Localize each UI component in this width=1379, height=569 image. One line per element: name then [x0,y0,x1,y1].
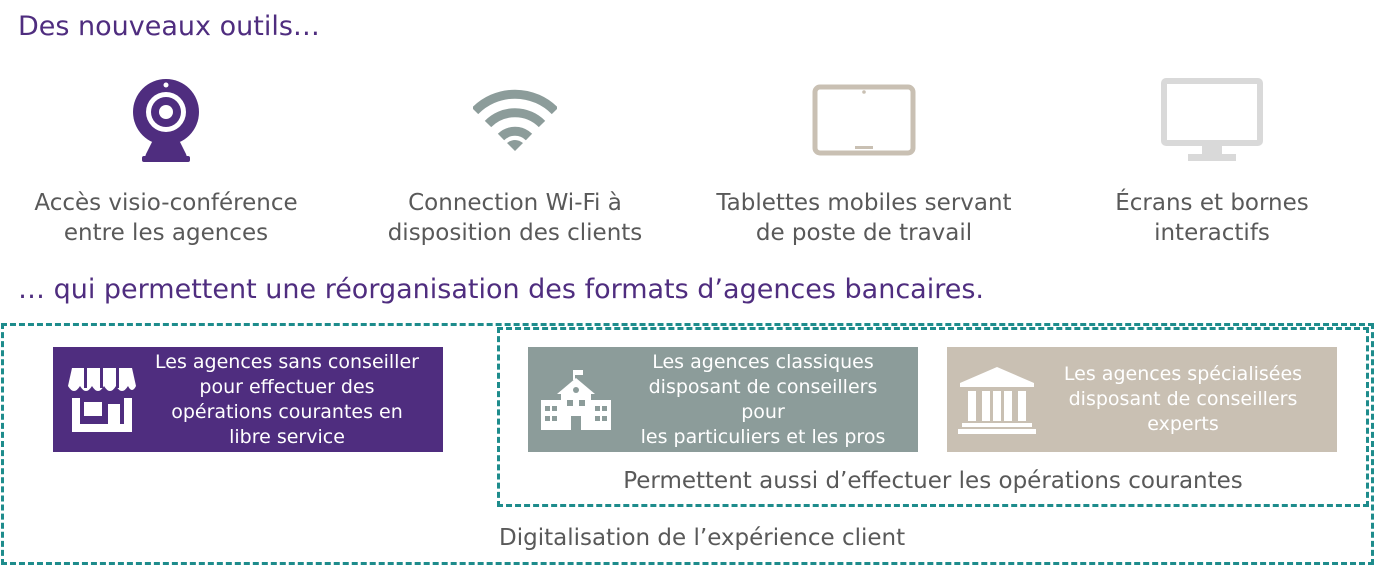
tool-caption-line: Connection Wi-Fi à [408,190,622,216]
tool-videoconference: Accès visio-conférence entre les agences [6,76,326,248]
box-text-line: pour effectuer des [199,375,375,398]
box-text-line: Les agences classiques [652,350,874,373]
tool-caption: Tablettes mobiles servant de poste de tr… [704,188,1024,248]
tool-wifi: Connection Wi-Fi à disposition des clien… [355,76,675,248]
tool-interactive-screen: Écrans et bornes interactifs [1052,76,1372,248]
classic-agency-text: Les agences classiques disposant de cons… [624,350,918,450]
box-text-line: libre service [229,425,345,448]
tool-caption: Accès visio-conférence entre les agences [6,188,326,248]
tool-caption-line: de poste de travail [755,220,973,246]
self-service-agency-text: Les agences sans conseiller pour effectu… [151,350,443,450]
tool-caption-line: Accès visio-conférence [34,190,298,216]
box-text-line: experts [1147,413,1219,435]
box-text-line: les particuliers et les pros [640,425,886,448]
box-text-line: Les agences spécialisées [1063,363,1303,385]
tool-tablet: Tablettes mobiles servant de poste de tr… [704,76,1024,248]
school-building-icon [528,368,624,432]
box-text-line: disposant de conseillers [1068,388,1298,410]
digitalisation-group-border [1,323,1374,565]
tool-caption-line: interactifs [1154,220,1270,246]
tool-caption: Connection Wi-Fi à disposition des clien… [355,188,675,248]
box-text-line: disposant de conseillers pour [648,375,878,423]
section-subtitle: … qui permettent une réorganisation des … [18,274,984,305]
operations-group-border [497,327,1369,507]
self-service-agency-box: Les agences sans conseiller pour effectu… [53,347,443,452]
classic-agency-box: Les agences classiques disposant de cons… [528,347,918,452]
tablet-icon [704,76,1024,166]
tool-caption-line: disposition des clients [387,220,643,246]
digitalisation-group-label: Digitalisation de l’expérience client [499,525,906,551]
box-text-line: opérations courantes en [171,400,403,423]
tool-caption-line: Tablettes mobiles servant [716,190,1012,216]
bank-building-icon [947,365,1047,435]
webcam-icon [6,76,326,166]
specialized-agency-text: Les agences spécialisées disposant de co… [1047,362,1337,437]
operations-group-label: Permettent aussi d’effectuer les opérati… [623,468,1243,494]
specialized-agency-box: Les agences spécialisées disposant de co… [947,347,1337,452]
page-title: Des nouveaux outils… [18,11,320,42]
storefront-icon [53,366,151,434]
box-text-line: Les agences sans conseiller [155,350,419,373]
tool-caption-line: Écrans et bornes [1115,190,1309,216]
monitor-icon [1052,76,1372,166]
tool-caption-line: entre les agences [63,220,269,246]
tool-caption: Écrans et bornes interactifs [1052,188,1372,248]
wifi-icon [355,76,675,166]
